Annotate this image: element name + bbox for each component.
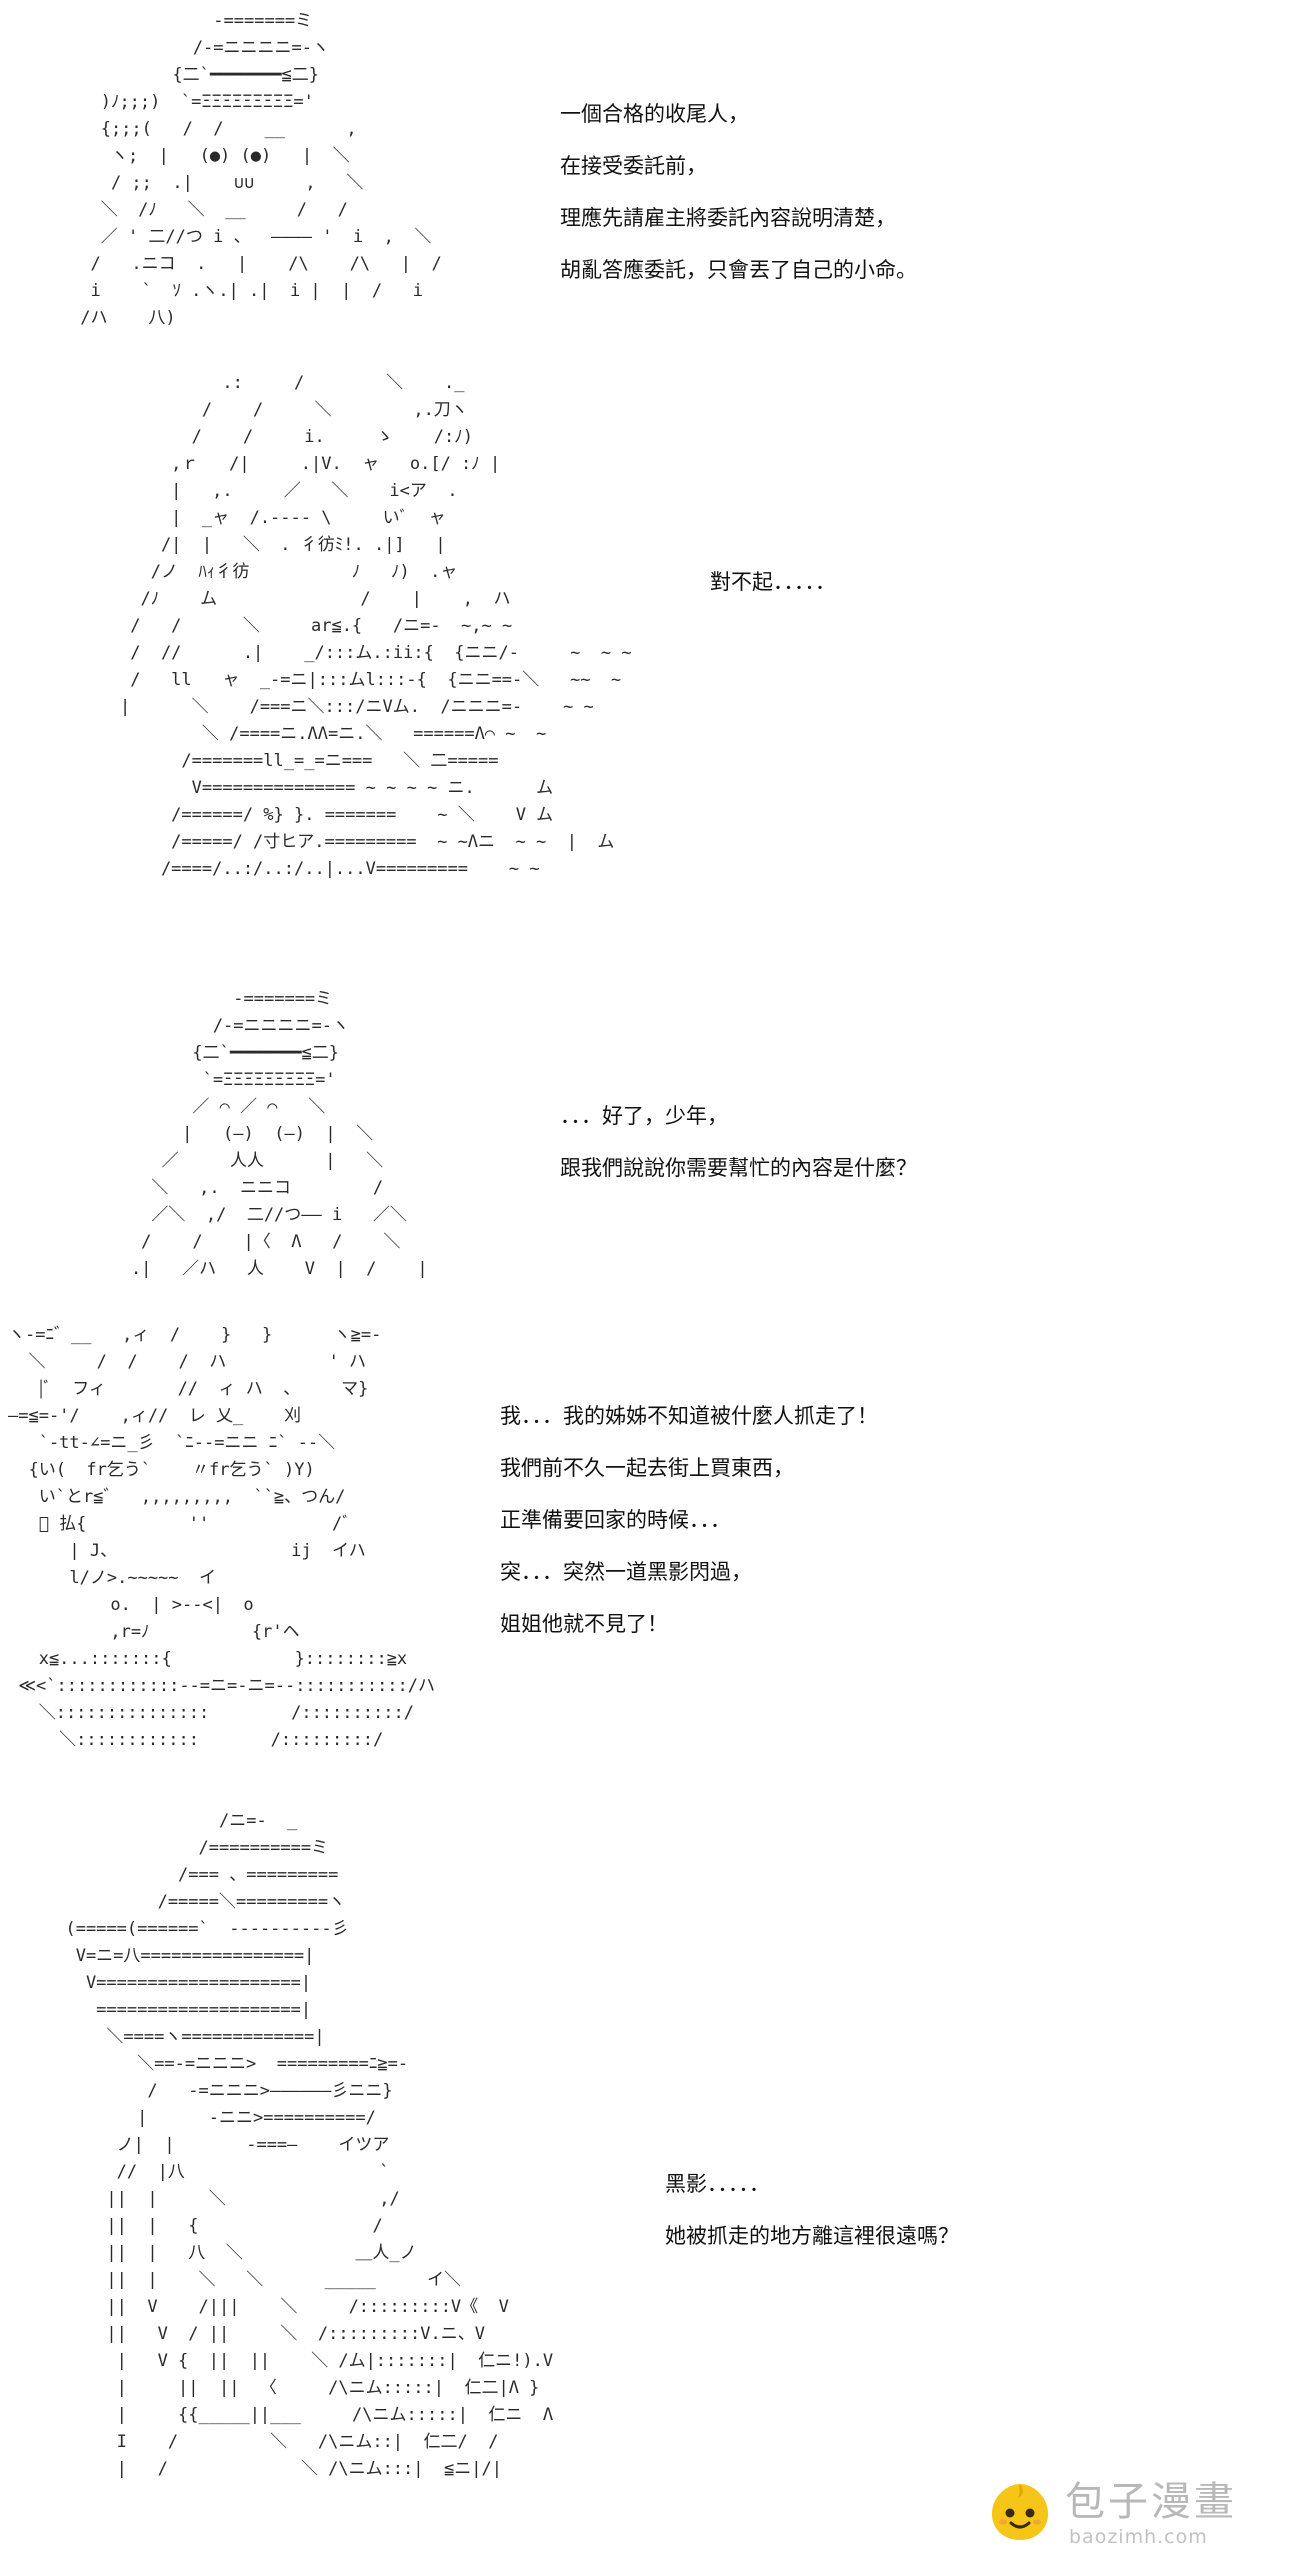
panel-1: -=======ミ /-=ニニニニ=-ヽ {二`━━━━━━━≦二} )ﾉ;;;…	[0, 0, 1300, 330]
ascii-art-straw-hat-cat: -=======ミ /-=ニニニニ=-ヽ {二`━━━━━━━≦二} )ﾉ;;;…	[80, 11, 442, 328]
panel-2: .: / ＼ ._ / / ＼ ,.刀ヽ / / i. ゝ /:ﾉ) ,ｒ /|…	[0, 350, 1300, 960]
dialogue-line: 正準備要回家的時候．．．	[500, 1508, 731, 1532]
bun-mascot-icon	[991, 2484, 1049, 2540]
ascii-art-cat-profile: /ニ=- _ /==========ミ /=== 、========= /===…	[65, 1811, 554, 2479]
watermark-domain: baozimh.com	[1069, 2526, 1208, 2548]
watermark-title: 包子漫畫	[1065, 2479, 1237, 2525]
dialogue-box-4: 我．．．我的姊姊不知道被什麼人抓走了！ 我們前不久一起去街上買東西， 正準備要回…	[500, 1390, 878, 1650]
ascii-art-long-haired-girl: .: / ＼ ._ / / ＼ ,.刀ヽ / / i. ゝ /:ﾉ) ,ｒ /|…	[120, 373, 632, 879]
dialogue-line: 黑影．．．．．	[665, 2172, 770, 2196]
dialogue-box-2: 對不起．．．．．	[710, 556, 836, 608]
dialogue-box-1: 一個合格的收尾人， 在接受委託前， 理應先請雇主將委託內容說明清楚， 胡亂答應委…	[560, 88, 917, 296]
dialogue-line: 跟我們說說你需要幫忙的內容是什麼？	[560, 1156, 917, 1180]
ascii-art-crying-boy: ヽ-=ﾆ゛__ ,ィ / } } ヽ≧=- ＼ / / / ハ ' ハ |ﾞ フ…	[8, 1325, 436, 1750]
dialogue-box-5: 黑影．．．．． 她被抓走的地方離這裡很遠嗎？	[665, 2158, 959, 2262]
dialogue-box-3: ．．．好了，少年， 跟我們說說你需要幫忙的內容是什麼？	[560, 1090, 917, 1194]
panel-4: ヽ-=ﾆ゛__ ,ィ / } } ヽ≧=- ＼ / / / ハ ' ハ |ﾞ フ…	[0, 1310, 1300, 1780]
dialogue-line: 突．．．突然一道黑影閃過，	[500, 1560, 752, 1584]
dialogue-line: 理應先請雇主將委託內容說明清楚，	[560, 206, 896, 230]
dialogue-line: ．．．好了，少年，	[560, 1104, 728, 1128]
panel-5: /ニ=- _ /==========ミ /=== 、========= /===…	[0, 1800, 1300, 2540]
dialogue-line: 姐姐他就不見了！	[500, 1612, 668, 1636]
dialogue-line: 在接受委託前，	[560, 154, 707, 178]
dialogue-line: 一個合格的收尾人，	[560, 102, 749, 126]
panel-3: -=======ミ /-=ニニニニ=-ヽ {二`━━━━━━━≦二} `=ΞΞΞ…	[0, 970, 1300, 1290]
dialogue-line: 我們前不久一起去街上買東西，	[500, 1456, 794, 1480]
dialogue-line: 我．．．我的姊姊不知道被什麼人抓走了！	[500, 1404, 878, 1428]
ascii-art-smiling-cat: -=======ミ /-=ニニニニ=-ヽ {二`━━━━━━━≦二} `=ΞΞΞ…	[130, 989, 428, 1279]
site-watermark: 包子漫畫 baozimh.com	[985, 2478, 1280, 2548]
dialogue-line: 對不起．．．．．	[710, 570, 836, 594]
dialogue-line: 胡亂答應委託，只會丟了自己的小命。	[560, 258, 917, 282]
dialogue-line: 她被抓走的地方離這裡很遠嗎？	[665, 2224, 959, 2248]
